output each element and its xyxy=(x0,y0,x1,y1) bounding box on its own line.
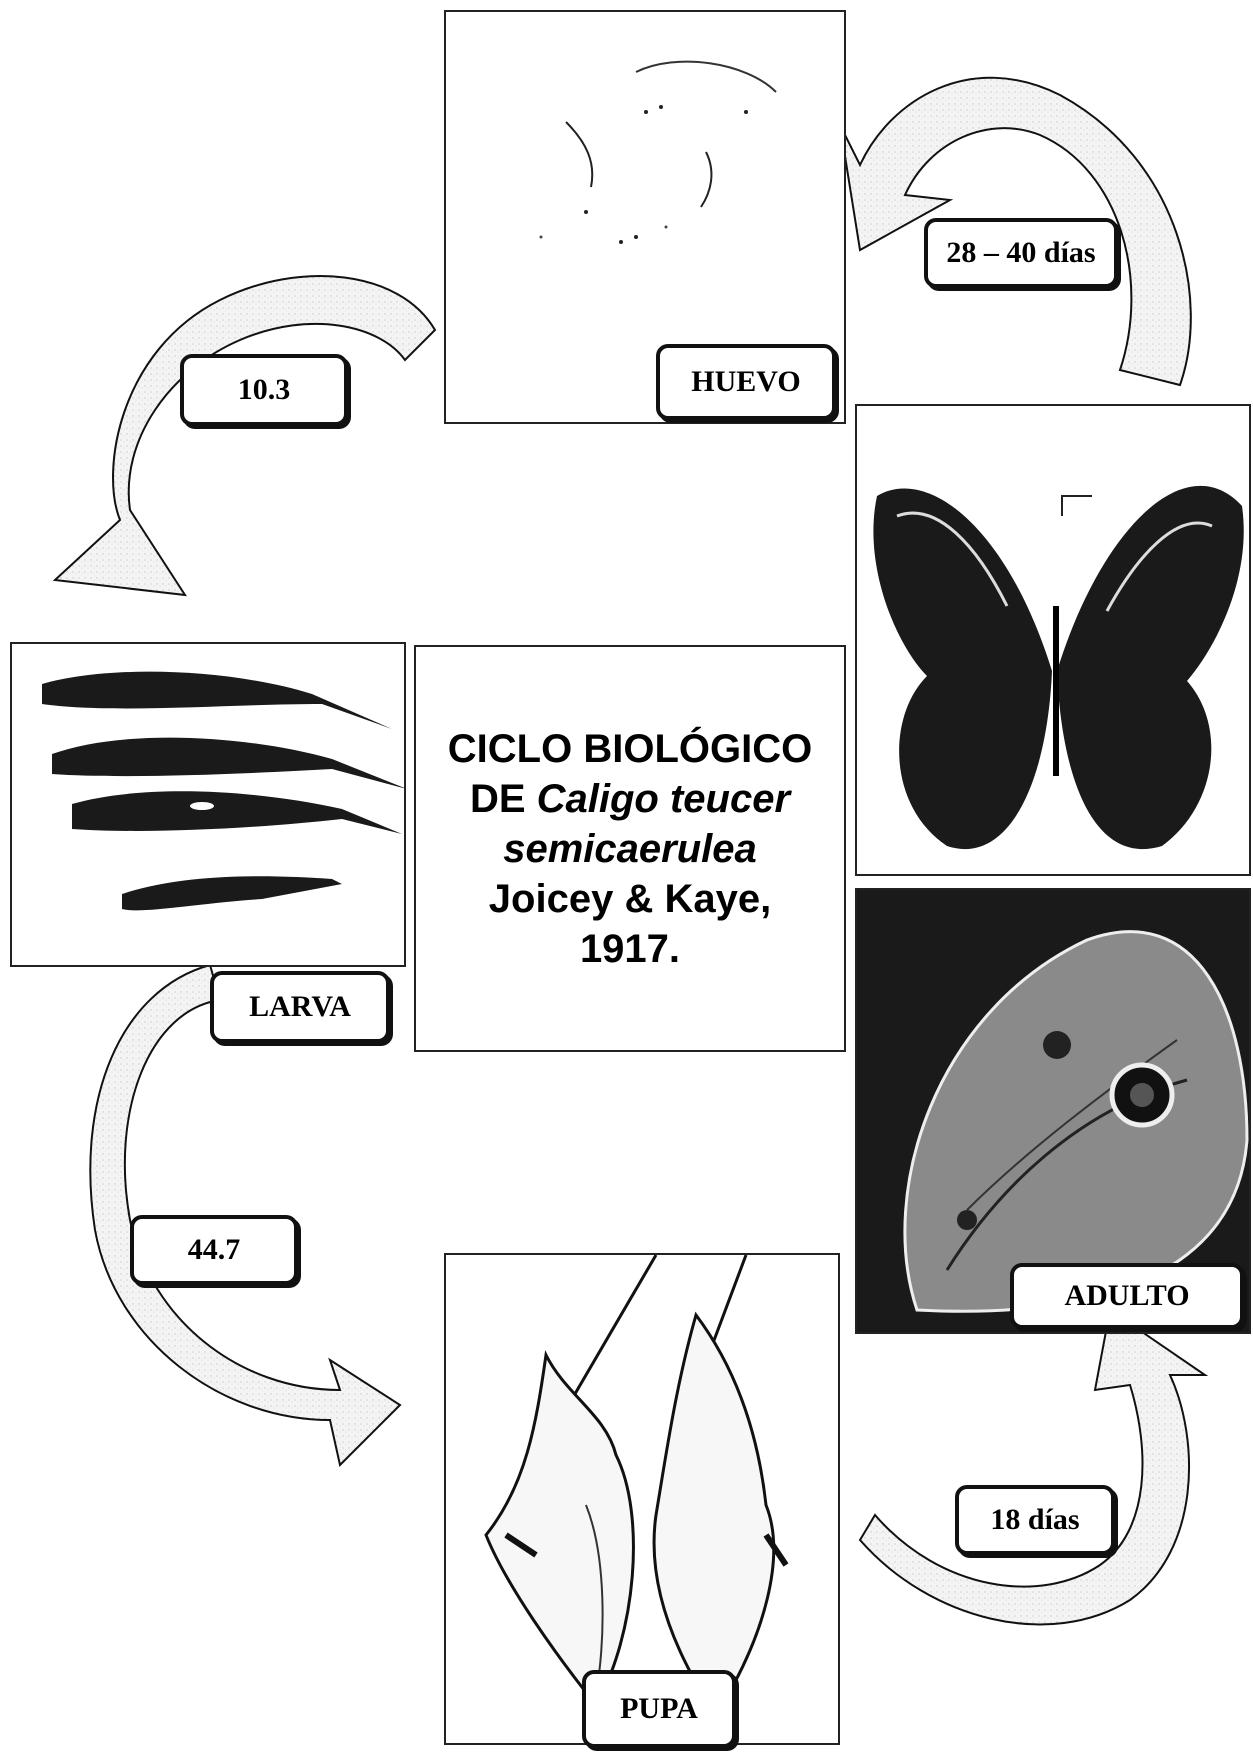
adult-butterfly-dorsal xyxy=(857,406,1251,876)
larva-photo xyxy=(12,644,406,967)
title-line-2: DE Caligo teucer xyxy=(470,774,790,824)
pupa-label: PUPA xyxy=(582,1670,736,1748)
title-subspecies: semicaerulea xyxy=(503,824,757,874)
title-line-1: CICLO BIOLÓGICO xyxy=(448,724,812,774)
title-genus-species: Caligo teucer xyxy=(537,777,790,821)
adult-label: ADULTO xyxy=(1010,1263,1244,1329)
larva-photo-panel xyxy=(10,642,406,967)
duration-pupa-to-adult: 18 días xyxy=(955,1485,1115,1555)
title-prefix: DE xyxy=(470,777,537,821)
duration-adult-to-egg: 28 – 40 días xyxy=(924,218,1118,288)
egg-label: HUEVO xyxy=(656,344,836,420)
title-authors: Joicey & Kaye, xyxy=(489,874,771,924)
duration-egg-to-larva: 10.3 xyxy=(180,354,348,426)
diagram-title: CICLO BIOLÓGICO DE Caligo teucer semicae… xyxy=(414,645,846,1052)
adult-dorsal-photo-panel xyxy=(855,404,1251,876)
arrow-egg-to-larva xyxy=(55,276,435,595)
duration-larva-to-pupa: 44.7 xyxy=(130,1215,298,1285)
title-year: 1917. xyxy=(580,924,680,974)
larva-label: LARVA xyxy=(210,971,390,1043)
arrow-pupa-to-adult xyxy=(860,1310,1205,1624)
